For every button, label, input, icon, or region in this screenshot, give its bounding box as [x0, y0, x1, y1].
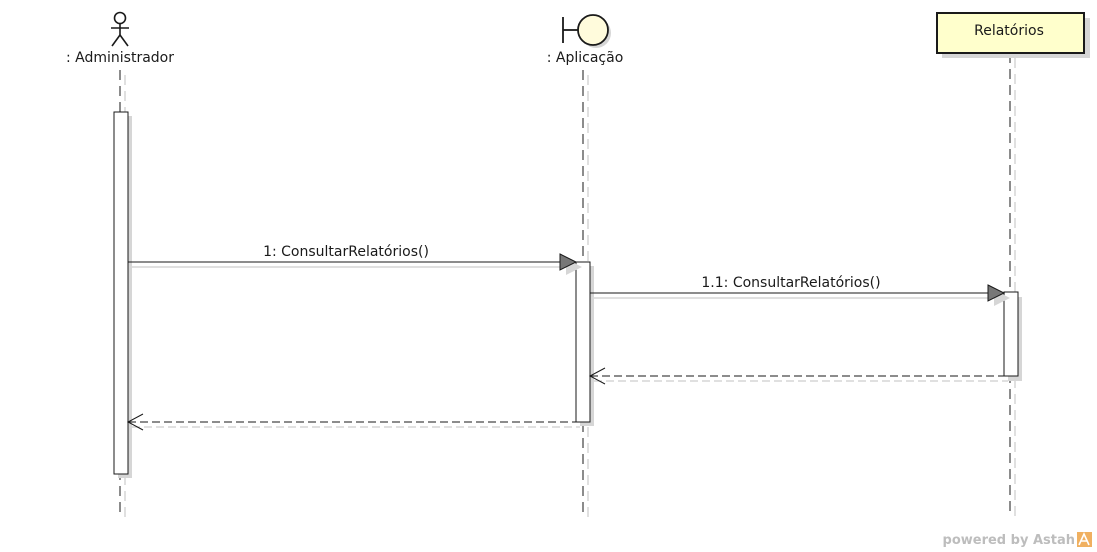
return-message-1-arrowhead: [126, 413, 144, 431]
message-1-1-label: 1.1: ConsultarRelatórios(): [701, 275, 880, 291]
lifeline-aplicacao[interactable]: : Aplicação: [547, 14, 624, 518]
lifeline-aplicacao-label: : Aplicação: [547, 50, 624, 66]
message-1-1[interactable]: 1.1: ConsultarRelatórios(): [590, 275, 1010, 306]
watermark-text: powered by Astah: [943, 533, 1075, 548]
watermark: powered by Astah: [943, 532, 1092, 548]
lifeline-administrador[interactable]: : Administrador: [66, 11, 174, 519]
message-1[interactable]: 1: ConsultarRelatórios(): [128, 244, 582, 275]
return-message-1-1-arrowhead: [588, 367, 606, 385]
astah-logo-icon: [1077, 532, 1092, 547]
boundary-icon: [562, 14, 611, 48]
message-1-arrowhead: [559, 253, 578, 271]
lifeline-relatorios-label: Relatórios: [974, 23, 1044, 39]
class-box-relatorios: [936, 12, 1085, 54]
activation-relatorios: [1003, 291, 1019, 377]
lifeline-relatorios[interactable]: Relatórios: [936, 12, 1090, 518]
message-1-label: 1: ConsultarRelatórios(): [263, 244, 429, 260]
activation-aplicacao: [575, 261, 591, 423]
return-message-1-1[interactable]: [588, 367, 1008, 385]
activation-administrador: [113, 111, 129, 475]
return-message-1[interactable]: [126, 413, 580, 431]
actor-icon: [111, 11, 129, 47]
lifeline-administrador-label: : Administrador: [66, 50, 174, 66]
message-1-1-arrowhead: [987, 284, 1006, 302]
